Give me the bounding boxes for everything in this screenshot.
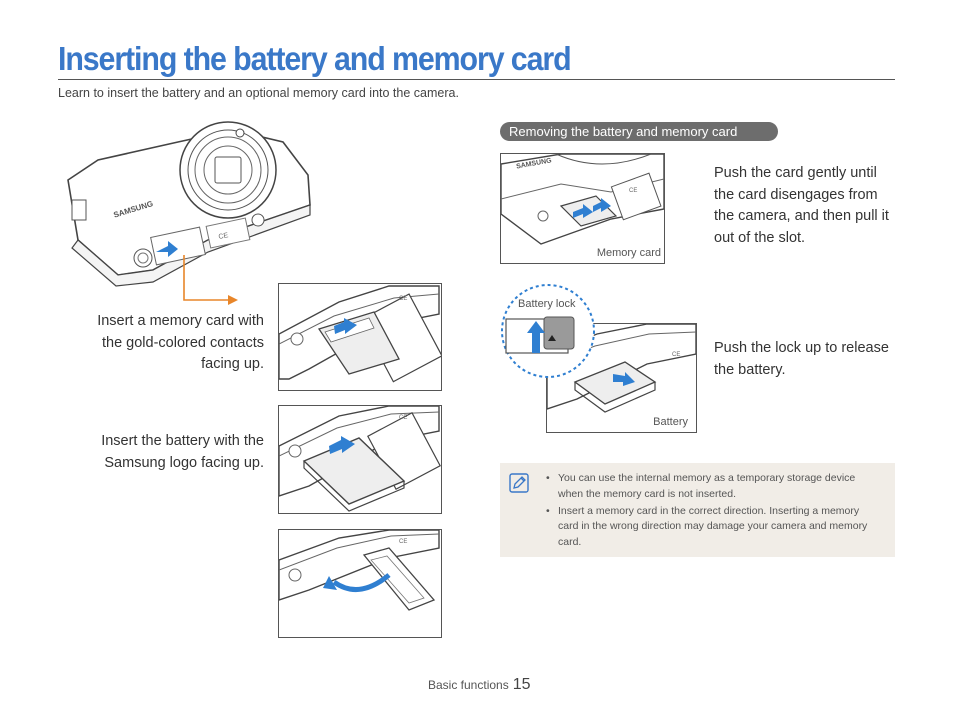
insert-memory-card-caption: Insert a memory card with the gold-color… — [97, 313, 264, 372]
memory-card-insert-illustration: CE — [278, 283, 442, 391]
memory-card-remove-illustration: SAMSUNG CE Memory card — [500, 153, 665, 264]
battery-lock-zoom: Battery lock — [500, 283, 596, 379]
svg-text:CE: CE — [629, 188, 637, 194]
memory-card-label: Memory card — [596, 247, 661, 259]
svg-text:CE: CE — [672, 352, 680, 358]
svg-text:CE: CE — [218, 232, 229, 241]
battery-label: Battery — [653, 416, 688, 428]
battery-insert-illustration: CE — [278, 405, 442, 514]
note-pencil-icon — [509, 473, 529, 493]
section-title-pill: Removing the battery and memory card — [500, 122, 778, 141]
remove-memory-card-caption: Push the card gently until the card dise… — [714, 165, 889, 246]
svg-text:CE: CE — [399, 539, 407, 545]
battery-cover-close-illustration: CE — [278, 529, 442, 638]
page-number: 15 — [512, 676, 531, 693]
note-item: Insert a memory card in the correct dire… — [546, 504, 876, 551]
remove-battery-caption: Push the lock up to release the battery. — [714, 340, 889, 378]
page-subtitle: Learn to insert the battery and an optio… — [58, 86, 459, 100]
note-box: You can use the internal memory as a tem… — [500, 463, 895, 557]
camera-illustration: SAMSUNG CE — [58, 120, 318, 310]
footer-section: Basic functions — [428, 678, 509, 692]
battery-lock-label: Battery lock — [518, 298, 576, 310]
note-item: You can use the internal memory as a tem… — [546, 471, 876, 502]
svg-text:CE: CE — [399, 296, 407, 302]
svg-text:CE: CE — [399, 415, 407, 421]
page-title: Inserting the battery and memory card — [58, 40, 572, 77]
insert-battery-caption: Insert the battery with the Samsung logo… — [101, 433, 264, 471]
title-divider — [58, 79, 895, 80]
note-list: You can use the internal memory as a tem… — [546, 471, 876, 552]
